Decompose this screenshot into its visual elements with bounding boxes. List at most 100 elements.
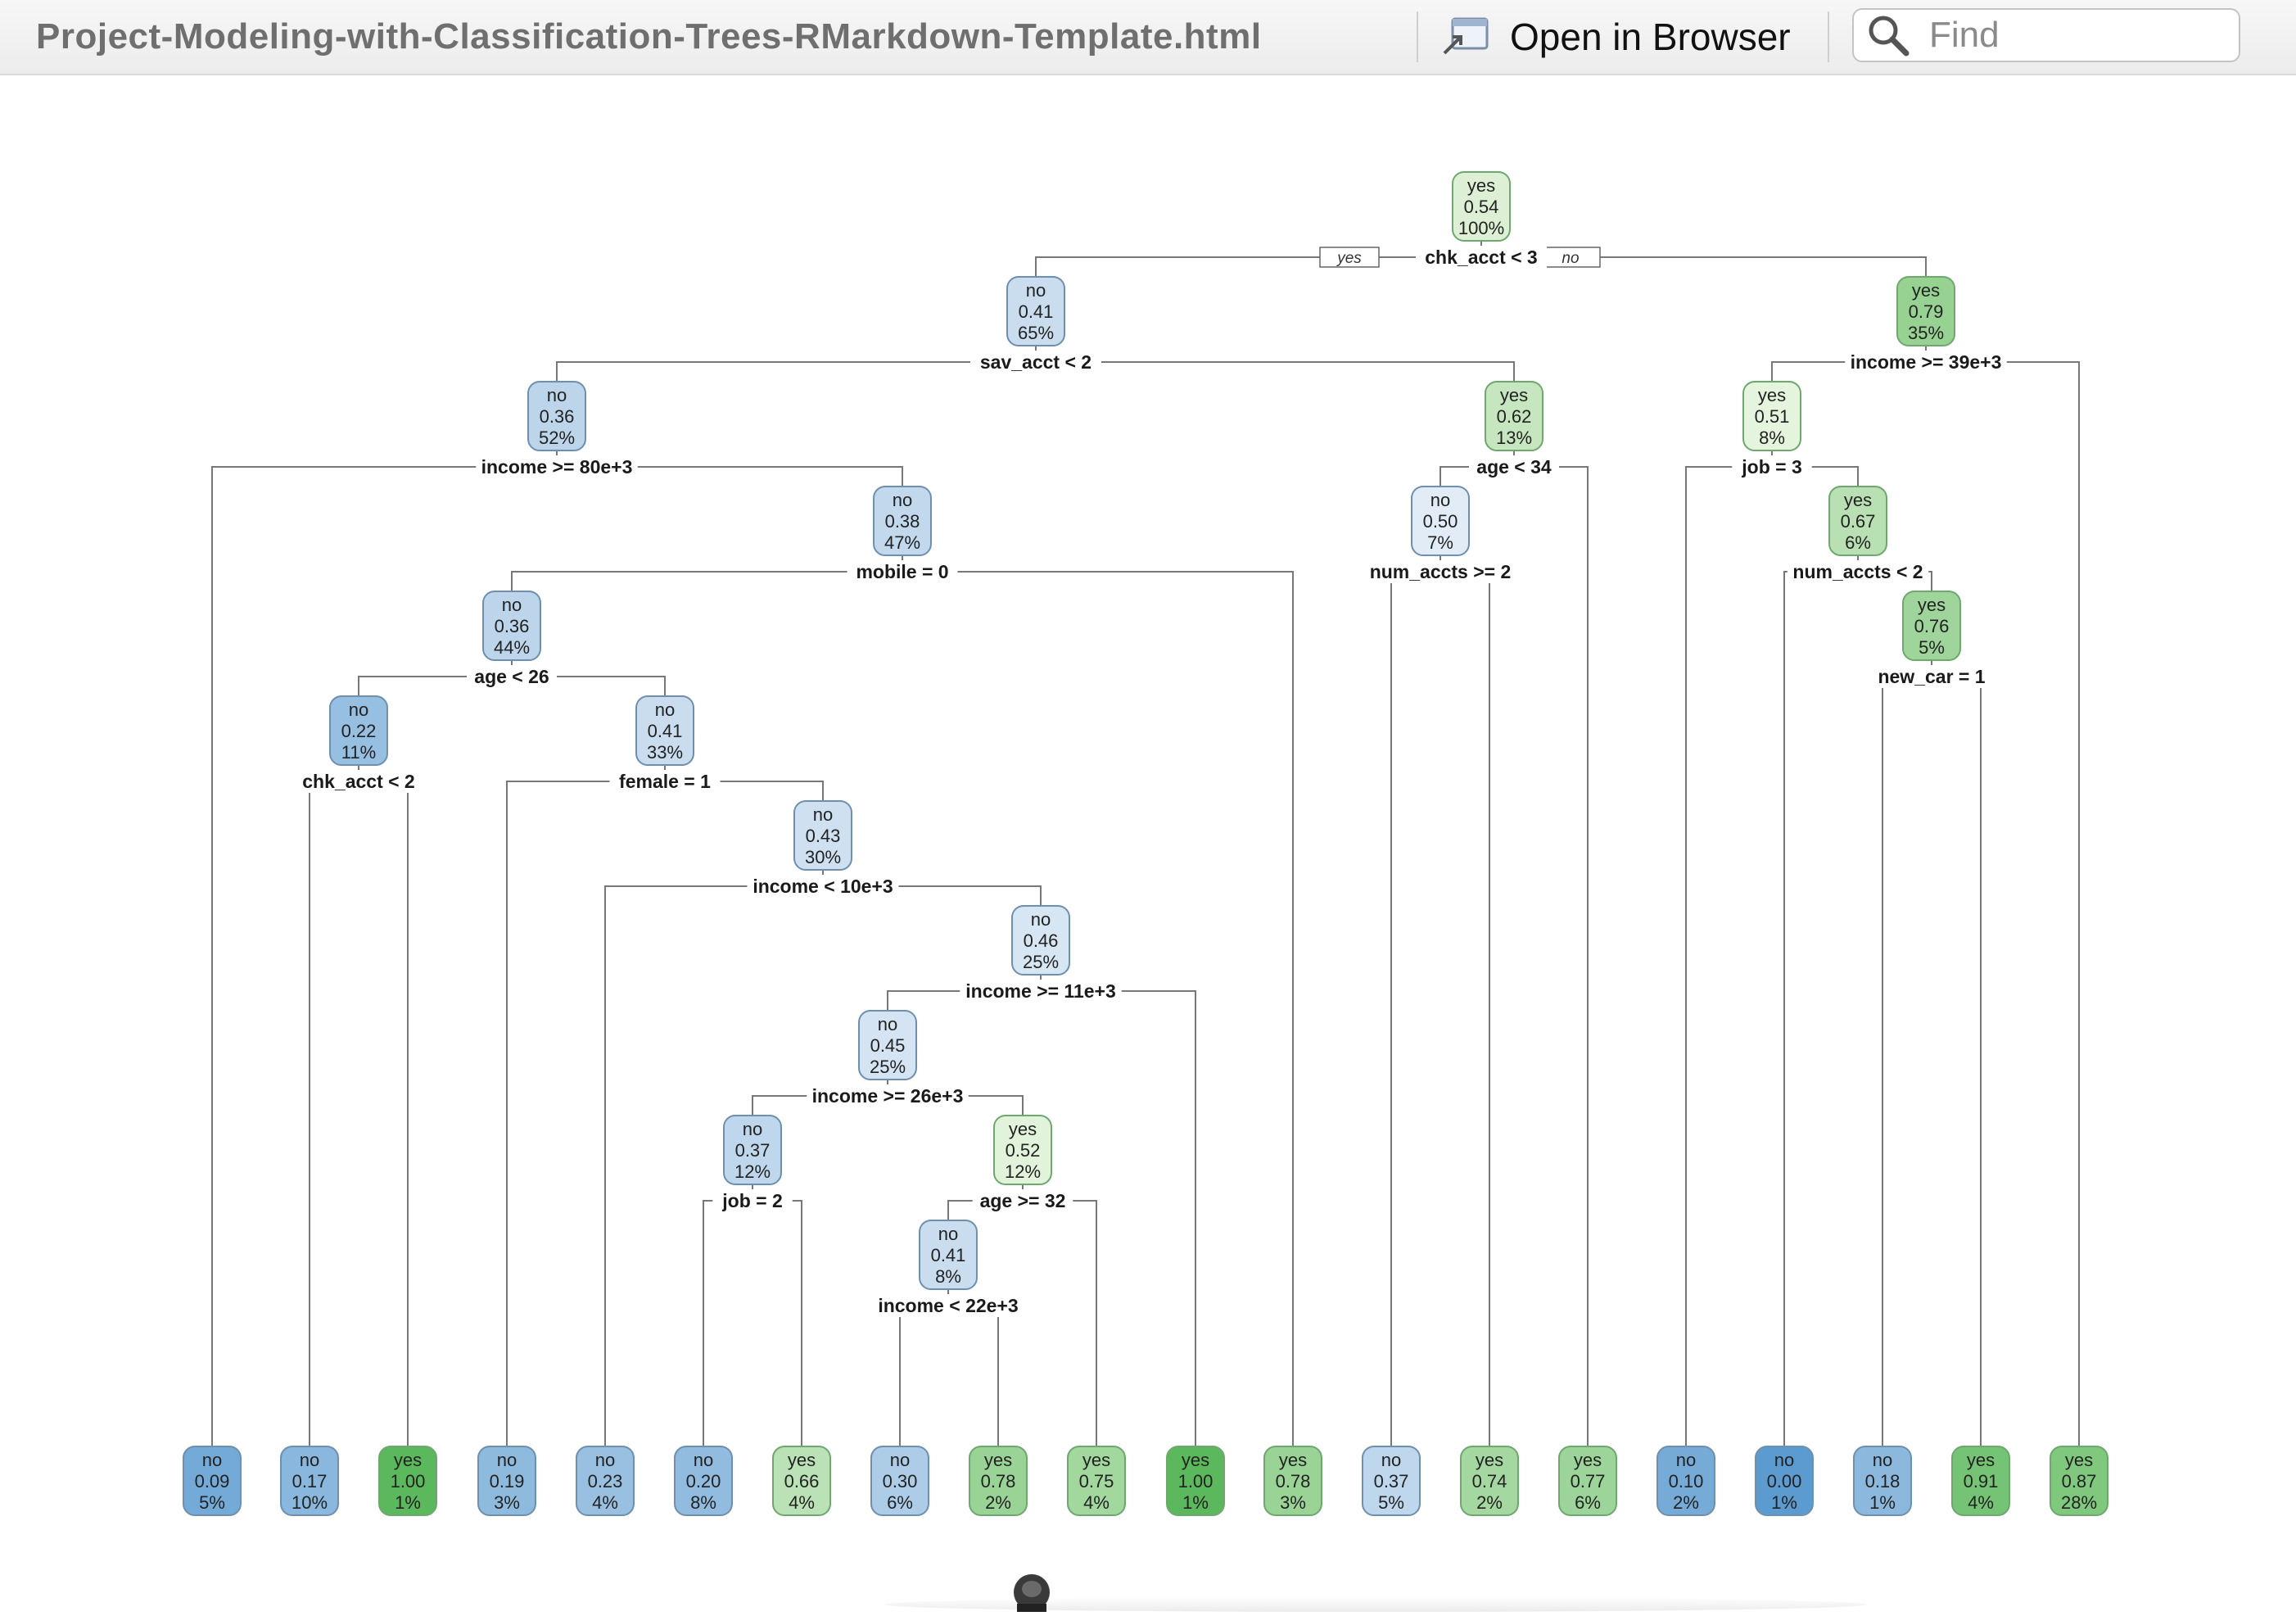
node-box — [477, 1446, 536, 1516]
node-probability: 0.18 — [1865, 1471, 1901, 1492]
split-label: income < 10e+3 — [753, 876, 893, 897]
split-label-background — [1732, 455, 1812, 478]
open-in-browser-button[interactable]: Open in Browser — [1441, 10, 1810, 64]
split-label-background — [609, 770, 721, 793]
node-probability: 0.37 — [1374, 1471, 1409, 1492]
node-percent: 7% — [1427, 532, 1453, 553]
tree-node: no0.001% — [1755, 1446, 1814, 1516]
split-label: job = 2 — [721, 1190, 783, 1211]
node-probability: 0.78 — [1276, 1471, 1311, 1492]
node-percent: 12% — [734, 1161, 771, 1182]
node-box — [1951, 1446, 2010, 1516]
split-label-background — [712, 1189, 793, 1212]
node-probability: 0.00 — [1767, 1471, 1802, 1492]
node-probability: 1.00 — [391, 1471, 426, 1492]
node-class-label: no — [595, 1450, 615, 1470]
open-in-browser-label: Open in Browser — [1510, 16, 1791, 58]
tree-node: no0.102% — [1656, 1446, 1715, 1516]
node-probability: 0.87 — [2062, 1471, 2097, 1492]
node-class-label: no — [1381, 1450, 1401, 1470]
node-percent: 2% — [1476, 1492, 1503, 1513]
split-label-background — [1364, 560, 1516, 583]
node-class-label: yes — [1758, 385, 1786, 405]
node-probability: 0.30 — [883, 1471, 918, 1492]
node-class-label: yes — [1476, 1450, 1503, 1470]
tree-edge — [902, 571, 1294, 1446]
node-box — [772, 1446, 831, 1516]
node-probability: 0.62 — [1497, 406, 1532, 427]
node-class-label: yes — [1912, 280, 1940, 301]
tree-edge — [557, 466, 903, 487]
node-box — [576, 1446, 635, 1516]
node-class-label: no — [547, 385, 567, 405]
tree-edge — [899, 1305, 948, 1446]
node-probability: 0.43 — [806, 826, 841, 846]
node-probability: 0.75 — [1079, 1471, 1114, 1492]
node-box — [1742, 381, 1801, 451]
node-percent: 8% — [1759, 428, 1785, 448]
node-class-label: yes — [788, 1450, 816, 1470]
node-probability: 0.19 — [490, 1471, 525, 1492]
find-field[interactable] — [1852, 8, 2240, 62]
node-percent: 3% — [494, 1492, 520, 1513]
node-probability: 0.52 — [1006, 1140, 1041, 1161]
node-percent: 10% — [292, 1492, 328, 1513]
node-box — [527, 381, 586, 451]
node-percent: 5% — [1378, 1492, 1404, 1513]
node-probability: 0.41 — [931, 1245, 966, 1265]
split-label-background — [970, 351, 1101, 373]
tree-edge — [948, 1305, 999, 1446]
tree-node: no0.181% — [1853, 1446, 1912, 1516]
node-class-label: no — [743, 1119, 762, 1139]
split-label-background — [293, 770, 424, 793]
node-box — [858, 1010, 917, 1080]
tree-edge — [556, 361, 1036, 382]
split-label: chk_acct < 3 — [1425, 247, 1537, 268]
find-input[interactable] — [1928, 14, 2226, 57]
tree-node: no0.306% — [870, 1446, 929, 1516]
tree-nodes: yes0.54100%no0.4165%yes0.7935%no0.3652%y… — [183, 171, 2108, 1516]
node-percent: 11% — [341, 742, 376, 763]
node-class-label: no — [938, 1224, 958, 1244]
node-percent: 47% — [884, 532, 920, 553]
node-box — [1485, 381, 1543, 451]
split-label: new_car = 1 — [1878, 666, 1985, 687]
node-probability: 0.66 — [784, 1471, 820, 1492]
node-box — [1460, 1446, 1519, 1516]
node-class-label: no — [1430, 490, 1450, 510]
tree-edge — [359, 781, 409, 1446]
tree-node: no0.418% — [919, 1220, 978, 1290]
node-percent: 4% — [1083, 1492, 1110, 1513]
node-class-label: yes — [394, 1450, 422, 1470]
node-probability: 0.10 — [1669, 1471, 1704, 1492]
split-label: mobile = 0 — [856, 561, 948, 582]
node-box — [2050, 1446, 2108, 1516]
node-probability: 0.76 — [1914, 616, 1950, 636]
node-class-label: no — [1031, 909, 1051, 930]
node-percent: 4% — [1968, 1492, 1994, 1513]
tree-edge — [211, 466, 557, 1446]
file-title: Project-Modeling-with-Classification-Tre… — [36, 16, 1262, 57]
node-class-label: no — [349, 699, 368, 720]
tree-edge — [1926, 361, 2080, 1446]
toolbar-divider — [1828, 11, 1829, 62]
node-class-label: yes — [1467, 175, 1495, 196]
node-box — [183, 1446, 242, 1516]
node-percent: 6% — [887, 1492, 913, 1513]
node-class-label: yes — [984, 1450, 1012, 1470]
node-percent: 2% — [985, 1492, 1011, 1513]
split-label-background — [467, 665, 557, 688]
node-probability: 0.17 — [292, 1471, 328, 1492]
node-probability: 0.67 — [1841, 511, 1876, 532]
camera-icon — [1009, 1571, 1055, 1612]
